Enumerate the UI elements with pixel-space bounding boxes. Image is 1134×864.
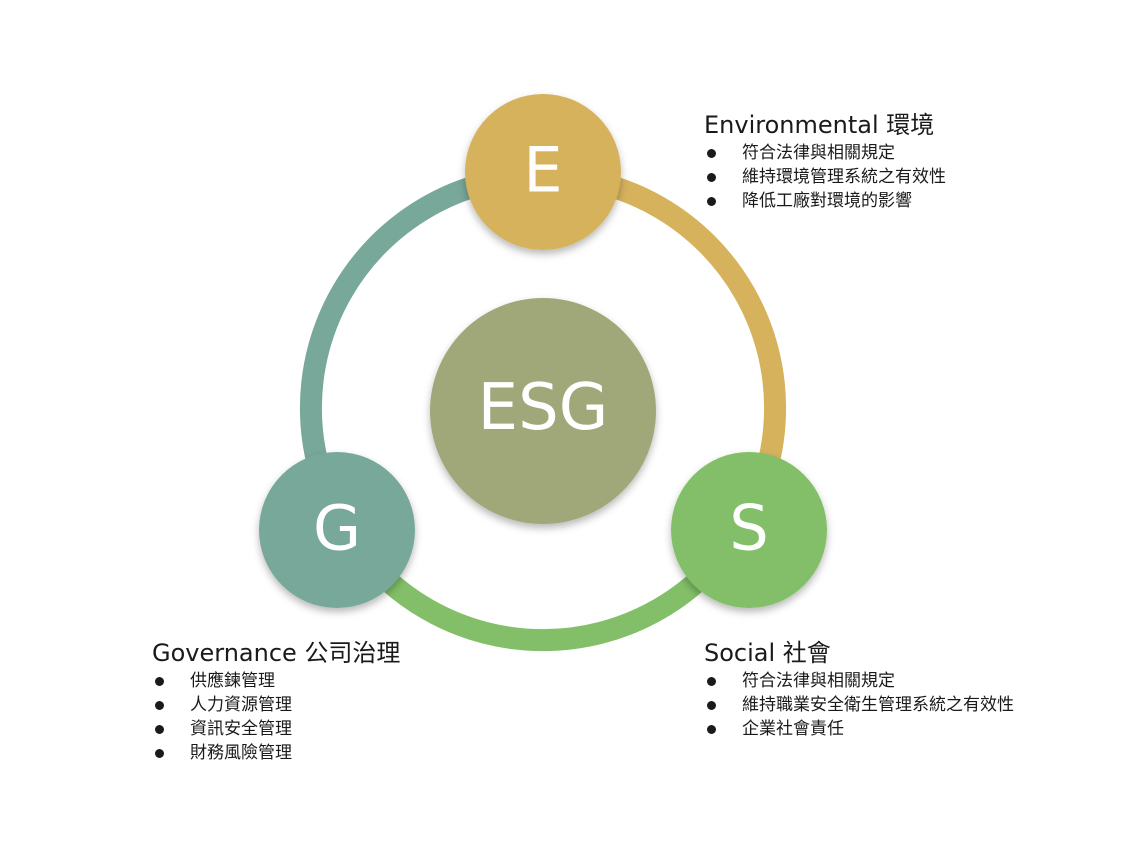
list-item: 符合法律與相關規定	[704, 141, 946, 165]
bullet-icon	[155, 725, 164, 734]
governance-list: 供應鍊管理 人力資源管理 資訊安全管理 財務風險管理	[152, 669, 400, 765]
list-item: 供應鍊管理	[152, 669, 400, 693]
social-node-letter: S	[729, 492, 768, 565]
bullet-icon	[707, 173, 716, 182]
governance-section: Governance 公司治理 供應鍊管理 人力資源管理 資訊安全管理 財務風險…	[152, 638, 400, 765]
list-item: 財務風險管理	[152, 741, 400, 765]
bullet-icon	[707, 725, 716, 734]
environmental-node: E	[465, 94, 621, 250]
social-section: Social 社會 符合法律與相關規定 維持職業安全衛生管理系統之有效性 企業社…	[704, 638, 1014, 741]
list-item: 企業社會責任	[704, 717, 1014, 741]
bullet-icon	[707, 149, 716, 158]
social-list: 符合法律與相關規定 維持職業安全衛生管理系統之有效性 企業社會責任	[704, 669, 1014, 741]
bullet-icon	[707, 197, 716, 206]
environmental-title: Environmental 環境	[704, 111, 935, 139]
esg-center-label: ESG	[478, 371, 609, 445]
governance-title: Governance 公司治理	[152, 639, 401, 667]
environmental-list: 符合法律與相關規定 維持環境管理系統之有效性 降低工廠對環境的影響	[704, 141, 946, 213]
bullet-icon	[707, 677, 716, 686]
list-item: 維持環境管理系統之有效性	[704, 165, 946, 189]
list-item: 維持職業安全衛生管理系統之有效性	[704, 693, 1014, 717]
bullet-icon	[155, 677, 164, 686]
bullet-icon	[707, 701, 716, 710]
bullet-icon	[155, 701, 164, 710]
bullet-icon	[155, 749, 164, 758]
environmental-node-letter: E	[523, 134, 562, 207]
list-item: 資訊安全管理	[152, 717, 400, 741]
governance-node-letter: G	[313, 492, 361, 565]
esg-center-node: ESG	[430, 298, 656, 524]
list-item: 符合法律與相關規定	[704, 669, 1014, 693]
list-item: 降低工廠對環境的影響	[704, 189, 946, 213]
environmental-section: Environmental 環境 符合法律與相關規定 維持環境管理系統之有效性 …	[704, 110, 946, 213]
list-item: 人力資源管理	[152, 693, 400, 717]
social-title: Social 社會	[704, 639, 831, 667]
governance-node: G	[259, 452, 415, 608]
social-node: S	[671, 452, 827, 608]
